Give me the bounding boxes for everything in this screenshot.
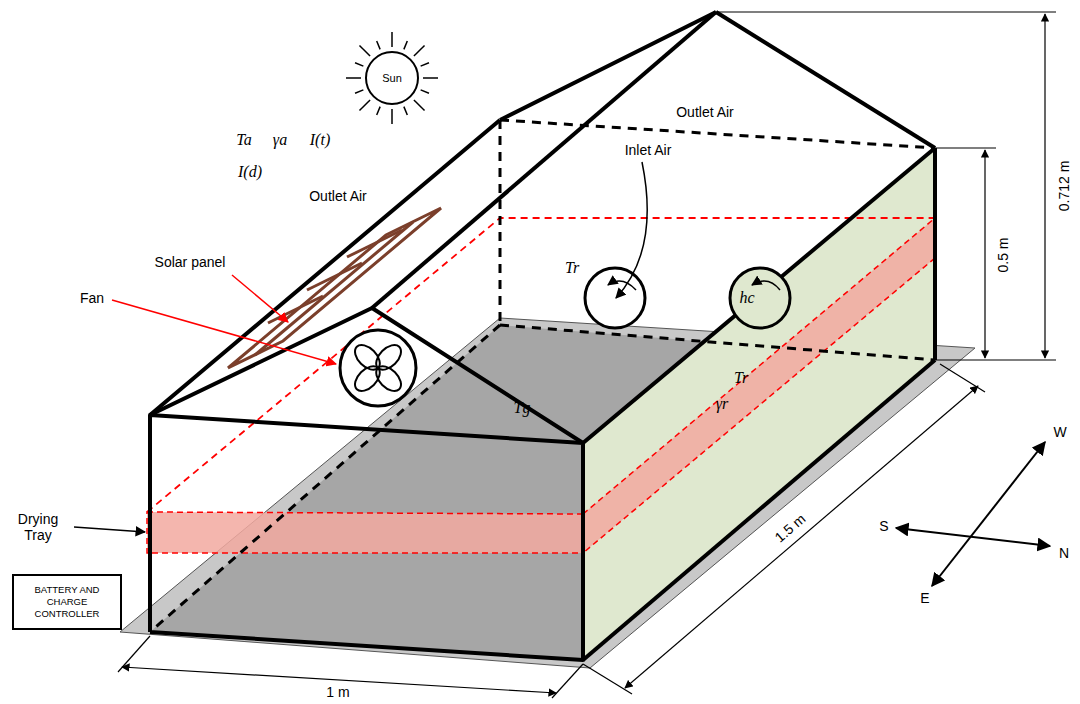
symbol-label: I(t) [310, 131, 330, 149]
dimension-label: 0.5 m [995, 237, 1011, 272]
inlet-opening [585, 268, 645, 328]
inlet-leader [616, 162, 647, 298]
drying-tray [147, 218, 935, 553]
symbol-label: Ta [236, 131, 251, 149]
airflow-arrow [608, 281, 636, 290]
sun-rays [346, 32, 438, 124]
symbol-label: γr [716, 395, 729, 413]
symbol-label: I(d) [238, 163, 262, 181]
symbol-label: γa [273, 131, 287, 149]
node-text: BATTERY AND CHARGE CONTROLLER [18, 584, 116, 620]
inlet-opening [730, 268, 790, 328]
node-text: Sun [382, 72, 402, 84]
air-label: Inlet Air [625, 142, 672, 158]
frame-edges [150, 12, 935, 660]
part-label: Fan [80, 290, 104, 306]
leader-line [74, 527, 145, 532]
compass [896, 442, 1050, 586]
part-label: Solar panel [150, 254, 230, 270]
airflow-arrow [752, 281, 780, 290]
symbol-label: Tg [514, 399, 531, 417]
part-label: Drying Tray [8, 511, 68, 543]
sun-circle: Sun [365, 51, 419, 105]
leader-line [232, 275, 288, 322]
symbol-label: hc [739, 289, 754, 307]
air-label: Outlet Air [675, 104, 735, 120]
compass-label: N [1059, 545, 1069, 561]
compass-label: S [879, 518, 888, 534]
fan [340, 330, 416, 406]
hidden-edges [150, 120, 935, 632]
compass-label: E [920, 590, 929, 606]
battery-box: BATTERY AND CHARGE CONTROLLER [12, 574, 122, 630]
leader-line [112, 300, 336, 364]
dimension-label: 1 m [326, 684, 349, 700]
dimension-label: 1.5 m [772, 510, 809, 545]
dimension-lines [118, 12, 1056, 698]
side-wall [583, 148, 935, 660]
symbol-label: Tr [565, 259, 579, 277]
air-label: Outlet Air [308, 188, 368, 204]
dimension-label: 0.712 m [1056, 161, 1072, 212]
compass-label: W [1053, 424, 1066, 440]
symbol-label: Tr [734, 369, 748, 387]
